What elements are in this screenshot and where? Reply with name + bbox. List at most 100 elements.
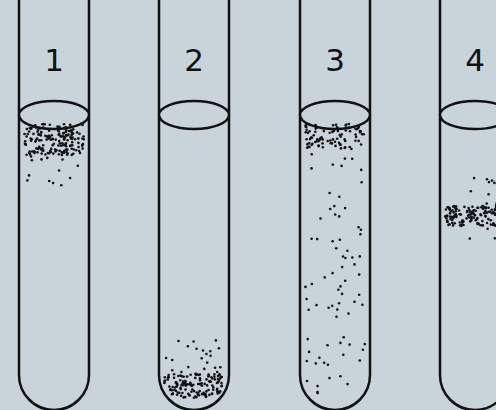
cell-dot	[445, 217, 448, 220]
cell-dot	[69, 144, 72, 147]
cell-dot	[214, 366, 217, 369]
cell-dot	[24, 143, 27, 146]
cell-dot	[315, 362, 318, 365]
cell-dot	[467, 207, 470, 210]
cell-dot	[184, 380, 187, 383]
cell-dot	[495, 204, 496, 207]
cell-dot	[31, 138, 34, 141]
cell-dot	[449, 209, 452, 212]
cell-dot	[333, 205, 336, 208]
cell-dot	[490, 208, 493, 211]
cell-dot	[357, 140, 360, 143]
cell-dot	[194, 373, 197, 376]
cell-dot	[203, 368, 206, 371]
cell-dot	[182, 376, 185, 379]
cell-dot	[209, 350, 212, 353]
cell-dot	[199, 377, 202, 380]
cell-dot	[208, 394, 211, 397]
cell-dot	[481, 220, 484, 223]
cell-dot	[186, 375, 189, 378]
cell-dot	[217, 390, 220, 393]
cell-dot	[480, 214, 483, 217]
cell-dot	[305, 298, 308, 301]
cell-dot	[358, 126, 361, 129]
cell-dot	[81, 124, 84, 127]
cell-dot	[46, 157, 49, 160]
cell-dot	[173, 377, 176, 380]
cell-dot	[342, 354, 345, 357]
cell-dot	[77, 165, 80, 168]
cell-dot	[77, 146, 80, 149]
cell-dot	[51, 138, 54, 141]
cell-dot	[311, 137, 314, 140]
cell-dot	[483, 212, 486, 215]
cell-dot	[191, 385, 194, 388]
cell-dot	[348, 123, 351, 126]
cell-dot	[321, 142, 324, 145]
cell-dot	[208, 374, 211, 377]
cell-dot	[63, 123, 66, 126]
cell-dot	[31, 159, 34, 162]
cell-dot	[484, 214, 487, 217]
cell-dot	[354, 127, 357, 130]
cell-dot	[52, 152, 55, 155]
cell-dot	[453, 205, 456, 208]
cell-dot	[327, 306, 330, 309]
cell-dot	[171, 386, 174, 389]
cell-dot	[323, 362, 326, 365]
cell-dot	[332, 138, 335, 141]
cell-dot	[339, 238, 342, 241]
cell-dot	[204, 393, 207, 396]
cell-dot	[360, 181, 363, 184]
cell-dot	[218, 373, 221, 376]
cell-dot	[338, 215, 341, 218]
cell-dot	[82, 143, 85, 146]
cell-dot	[63, 127, 66, 130]
tube-opening	[440, 101, 496, 129]
cell-dot	[193, 397, 196, 400]
cell-dot	[23, 133, 26, 136]
cell-dot	[40, 131, 43, 134]
cell-dot	[474, 214, 477, 217]
cell-dot	[446, 220, 449, 223]
cell-dot	[449, 215, 452, 218]
cell-dot	[359, 359, 362, 362]
cell-dot	[485, 207, 488, 210]
cell-dot	[171, 369, 174, 372]
tube-number: 2	[184, 45, 204, 76]
cell-dot	[220, 376, 223, 379]
cell-dot	[28, 174, 31, 177]
cell-dot	[167, 376, 170, 379]
cell-dot	[339, 285, 342, 288]
cell-dot	[198, 394, 201, 397]
cell-dot	[455, 205, 458, 208]
tube-openings	[19, 101, 496, 129]
cell-dot	[469, 210, 472, 213]
cell-dot	[350, 148, 353, 151]
cell-dot	[28, 130, 31, 133]
cell-dot	[62, 132, 65, 135]
cell-dot	[30, 128, 33, 131]
cell-dot	[65, 148, 68, 151]
cell-dot	[72, 153, 75, 156]
cell-dot	[342, 255, 345, 258]
cell-dot	[461, 220, 464, 223]
cell-dot	[344, 280, 347, 283]
cell-dot	[490, 223, 493, 226]
cell-dot	[306, 380, 309, 383]
cell-dot	[331, 272, 334, 275]
cell-dot	[51, 144, 54, 147]
cell-dot	[61, 142, 64, 145]
cell-dot	[452, 211, 455, 214]
cell-dot	[214, 378, 217, 381]
cell-dot	[69, 145, 72, 148]
cell-dot	[494, 237, 496, 240]
cell-dot	[42, 149, 45, 152]
cell-dot	[40, 131, 43, 134]
cell-dot	[353, 300, 356, 303]
cell-dot	[469, 237, 472, 240]
cell-dot	[218, 374, 221, 377]
cell-dot	[190, 391, 193, 394]
cell-dot	[340, 133, 343, 136]
